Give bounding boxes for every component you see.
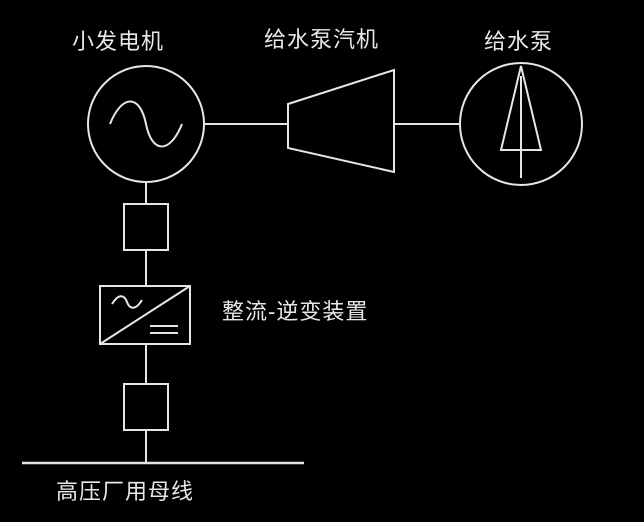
turbine-symbol: [287, 68, 395, 174]
generator-label: 小发电机: [72, 30, 165, 55]
breaker-upper: [123, 203, 169, 251]
pump-circle: [459, 62, 583, 186]
turbine-label: 给水泵汽机: [264, 28, 380, 53]
ac-sine-icon: [109, 100, 183, 148]
converter-symbol: [99, 285, 191, 345]
converter-sine-icon: [111, 295, 143, 309]
converter-label: 整流-逆变装置: [222, 300, 369, 325]
pump-label: 给水泵: [484, 30, 554, 55]
converter-diagonal: [99, 285, 191, 345]
generator-symbol: [87, 65, 205, 183]
bus-label: 高压厂用母线: [56, 480, 195, 505]
pump-symbol: [459, 62, 583, 186]
breaker-lower: [123, 383, 169, 431]
